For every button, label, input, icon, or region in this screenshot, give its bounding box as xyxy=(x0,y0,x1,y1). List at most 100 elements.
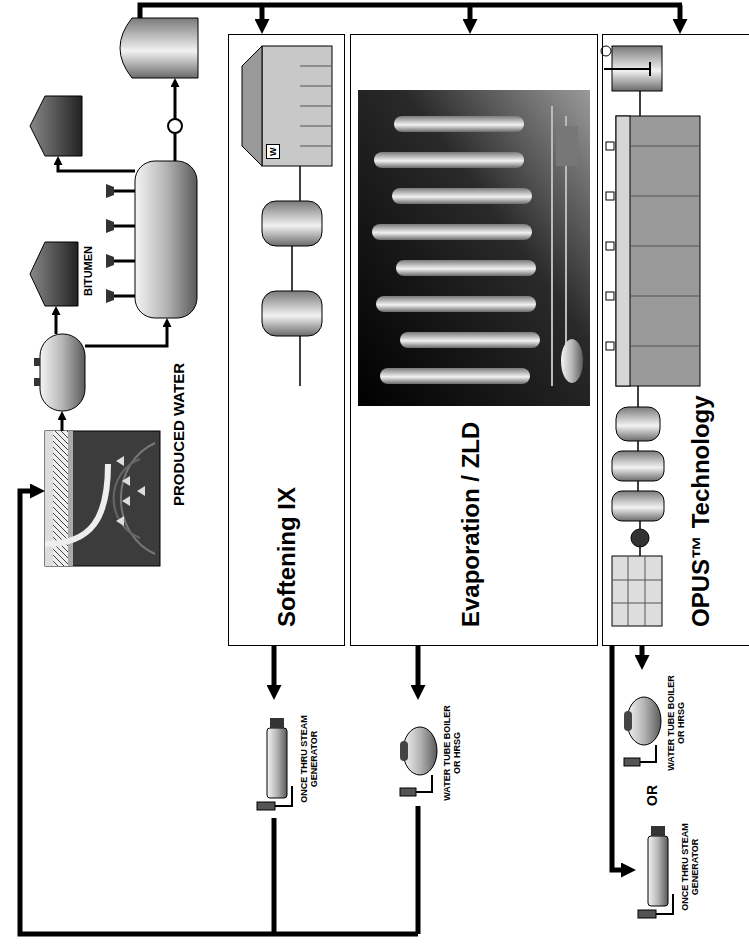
once-thru-generator-icon xyxy=(257,802,275,810)
opus-illustration xyxy=(612,491,664,521)
produced-water-header xyxy=(260,5,265,19)
oil-tank xyxy=(30,96,82,156)
oil-tank xyxy=(30,96,82,306)
return-line xyxy=(20,491,418,934)
opus-illustration xyxy=(601,46,700,626)
evaporator-illustration xyxy=(374,152,524,168)
oil-tank xyxy=(30,242,78,306)
process-piping xyxy=(58,165,135,171)
water-tube-boiler-icon xyxy=(400,741,408,761)
return-line xyxy=(20,491,418,934)
once-thru-generator-icon xyxy=(656,894,673,914)
water-tube-boiler-icon xyxy=(416,775,432,792)
stream-label: PRODUCED WATER xyxy=(170,363,187,506)
opus-illustration xyxy=(606,342,614,350)
evaporator-illustration xyxy=(394,116,524,132)
produced-water-header xyxy=(678,5,683,19)
water-tube-boiler-icon xyxy=(400,697,661,796)
opus-illustration xyxy=(606,142,614,150)
softening-illustration xyxy=(242,46,332,386)
once-thru-generator-icon xyxy=(648,836,668,906)
water-tube-boiler-icon xyxy=(403,727,437,775)
opus-illustration xyxy=(616,116,630,386)
return-line xyxy=(416,806,421,934)
softening-illustration xyxy=(262,201,322,246)
treater-vessel xyxy=(112,191,135,296)
process-box: Evaporation / ZLD xyxy=(350,34,598,646)
evaporator-illustration xyxy=(556,126,578,166)
return-line xyxy=(272,818,277,934)
softening-illustration xyxy=(300,66,332,146)
separator-vessel xyxy=(34,358,40,366)
opus-illustration xyxy=(630,146,700,346)
once-thru-generator-icon xyxy=(275,786,292,806)
opus-illustration xyxy=(612,556,662,626)
opus-illustration xyxy=(606,242,614,250)
steam-generator: ONCE THRU STEAM GENERATOR xyxy=(636,808,701,926)
produced-water-header xyxy=(468,5,473,19)
equipment-label: WATER TUBE BOILER OR HRSG xyxy=(442,700,463,806)
opus-illustration xyxy=(616,407,660,441)
reservoir xyxy=(116,456,145,526)
box-title: Softening IX xyxy=(273,487,301,627)
process-box: Softening IX xyxy=(228,34,345,646)
flow-arrow xyxy=(640,646,645,655)
softening-illustration xyxy=(242,46,262,166)
treater-vessel xyxy=(168,119,182,133)
equipment-label: WATER TUBE BOILER OR HRSG xyxy=(666,670,687,776)
softening-illustration xyxy=(262,46,332,166)
equipment-label: ONCE THRU STEAM GENERATOR xyxy=(680,808,701,926)
opus-illustration xyxy=(639,91,641,116)
separator-vessel xyxy=(34,334,85,411)
opus-illustration xyxy=(631,529,649,547)
flow-arrow xyxy=(416,646,421,685)
box-title: Evaporation / ZLD xyxy=(457,422,485,627)
produced-water-header xyxy=(140,5,682,18)
flow-arrow xyxy=(612,646,621,870)
opus-illustration xyxy=(606,192,614,200)
steam-generator: WATER TUBE BOILER OR HRSG xyxy=(622,670,687,776)
once-thru-generator-icon xyxy=(267,728,287,798)
evaporator-illustration xyxy=(400,332,540,348)
softening-illustration xyxy=(262,291,322,336)
treater-vessel xyxy=(106,184,114,303)
water-tube-boiler-icon xyxy=(627,697,661,745)
evaporator-illustration xyxy=(358,90,590,406)
water-tube-boiler-icon xyxy=(400,788,416,796)
once-thru-generator-icon xyxy=(638,910,656,918)
process-piping xyxy=(85,327,167,346)
softening-illustration xyxy=(292,166,300,386)
once-thru-generator-icon xyxy=(270,718,284,728)
equipment-tag: W xyxy=(266,145,280,160)
treater-vessel xyxy=(135,161,197,318)
steam-generator: ONCE THRU STEAM GENERATOR xyxy=(255,700,320,818)
produced-water-tank xyxy=(120,18,198,78)
treater-vessel xyxy=(106,119,197,318)
evaporator-illustration xyxy=(380,368,530,384)
produced-water-header xyxy=(140,5,682,19)
option-label: OR xyxy=(644,785,660,806)
reservoir xyxy=(45,464,108,544)
equipment-label: BITUMEN xyxy=(82,232,95,310)
opus-illustration xyxy=(616,116,700,386)
water-tube-boiler-icon xyxy=(640,745,656,762)
process-piping xyxy=(61,420,64,431)
evaporator-illustration xyxy=(358,90,590,406)
reservoir xyxy=(45,431,160,566)
opus-illustration xyxy=(638,386,640,556)
separator-vessel xyxy=(40,334,85,411)
once-thru-generator-icon xyxy=(651,826,665,836)
evaporator-illustration xyxy=(396,260,536,276)
opus-illustration xyxy=(604,62,650,76)
opus-illustration xyxy=(606,292,614,300)
evaporator-illustration xyxy=(376,296,536,312)
reservoir xyxy=(45,431,160,566)
produced-water-tank xyxy=(120,18,198,78)
process-box: OPUS™ Technology xyxy=(602,34,749,646)
separator-vessel xyxy=(34,378,40,386)
opus-illustration xyxy=(612,451,664,481)
evaporator-illustration xyxy=(392,188,532,204)
